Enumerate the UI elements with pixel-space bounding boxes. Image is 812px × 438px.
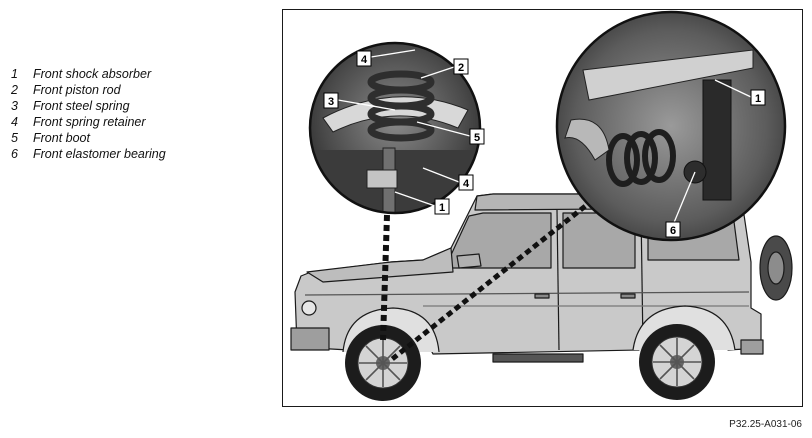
rear-bumper (740, 339, 764, 355)
legend-number: 3 (11, 99, 18, 113)
callout-labels: 4 2 3 5 4 1 1 6 (323, 50, 766, 238)
headlight (301, 300, 317, 316)
legend-number: 5 (11, 131, 18, 145)
callout-label: 4 (463, 178, 470, 190)
callout-label: 1 (439, 202, 445, 214)
mirror (456, 253, 482, 269)
side-step (492, 353, 584, 363)
legend-item: 6 Front elastomer bearing (11, 146, 166, 162)
legend-item: 3 Front steel spring (11, 98, 166, 114)
legend-label: Front steel spring (33, 99, 130, 113)
legend-number: 2 (11, 83, 18, 97)
legend-label: Front elastomer bearing (33, 147, 166, 161)
front-bumper (290, 327, 330, 351)
hood (306, 247, 454, 283)
figure-reference-code: P32.25-A031-06 (729, 419, 802, 430)
legend-item: 4 Front spring retainer (11, 114, 166, 130)
leader-line-right (389, 198, 595, 362)
callout-box (750, 89, 766, 106)
legend-item: 5 Front boot (11, 130, 166, 146)
callout-box (453, 58, 469, 75)
rear-wheel (639, 324, 715, 400)
illustration-frame: 4 2 3 5 4 1 1 6 (282, 9, 803, 407)
front-wheel (345, 325, 421, 401)
legend-number: 1 (11, 67, 18, 81)
callout-label: 3 (328, 96, 334, 108)
legend-item: 1 Front shock absorber (11, 66, 166, 82)
legend-label: Front spring retainer (33, 115, 146, 129)
callout-label: 5 (474, 132, 480, 144)
door-handle (620, 293, 636, 299)
callout-box (665, 221, 681, 238)
callout-box (434, 198, 450, 215)
detail-view-spring-assembly (308, 41, 482, 215)
callout-label: 1 (755, 93, 761, 105)
legend-label: Front shock absorber (33, 67, 152, 81)
door-line (556, 209, 560, 351)
callout-leaders (337, 49, 752, 226)
callout-label: 6 (670, 225, 676, 237)
callout-box (458, 174, 474, 191)
belt-line (304, 291, 750, 296)
callout-box (323, 92, 339, 109)
callout-label: 4 (361, 54, 368, 66)
legend-number: 6 (11, 147, 18, 161)
legend-item: 2 Front piston rod (11, 82, 166, 98)
door-handle (534, 293, 550, 299)
detail-view-lower-mount (555, 10, 787, 242)
leader-line-left (380, 214, 390, 341)
callout-label: 2 (458, 62, 464, 74)
vehicle-suspension-diagram: 4 2 3 5 4 1 1 6 (290, 10, 793, 401)
callout-box (469, 128, 485, 145)
legend-label: Front boot (33, 131, 90, 145)
callout-box (356, 50, 372, 67)
legend-number: 4 (11, 115, 18, 129)
legend-label: Front piston rod (33, 83, 121, 97)
